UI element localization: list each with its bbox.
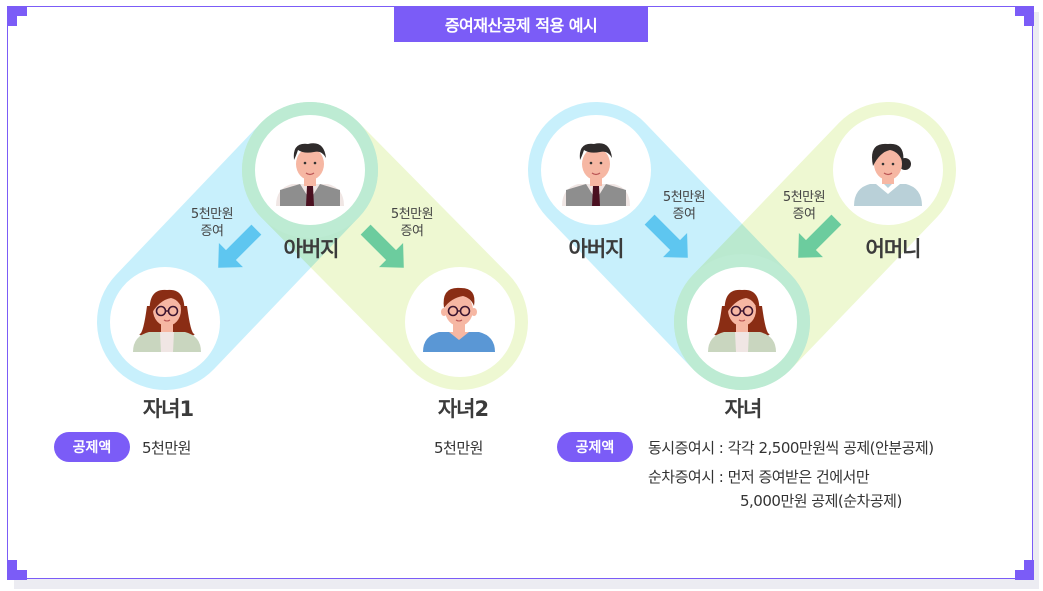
gift-label-child1: 5천만원 증여	[190, 206, 234, 240]
child2-deduction: 5천만원	[434, 439, 483, 457]
father-label: 아버지	[568, 237, 625, 261]
child1-deduction: 5천만원	[142, 439, 191, 457]
gift-amount: 5천만원	[190, 207, 234, 222]
father-label: 아버지	[283, 237, 340, 261]
deduction-badge: 공제액	[557, 432, 633, 462]
corner-bottom-right	[1024, 560, 1034, 580]
page-title: 증여재산공제 적용 예시	[394, 6, 648, 42]
corner-bottom-left	[7, 570, 27, 580]
gift-word: 증여	[792, 207, 816, 222]
gift-label-father: 5천만원 증여	[662, 189, 706, 223]
gift-amount: 5천만원	[662, 190, 706, 205]
corner-top-left	[7, 6, 17, 26]
gift-label-child2: 5천만원 증여	[390, 206, 434, 240]
corner-top-left	[7, 6, 27, 16]
mother-label: 어머니	[865, 237, 922, 261]
arrow-from-mother-icon	[798, 214, 842, 258]
arrow-to-child2-icon	[360, 224, 404, 268]
deduction-line-simultaneous: 동시증여시 : 각각 2,500만원씩 공제(안분공제)	[648, 439, 934, 457]
gift-word: 증여	[672, 207, 696, 222]
gift-amount: 5천만원	[390, 207, 434, 222]
deduction-badge: 공제액	[54, 432, 130, 462]
child-label: 자녀	[724, 397, 763, 421]
gift-word: 증여	[400, 224, 424, 239]
gift-word: 증여	[200, 224, 224, 239]
deduction-line-sequential-cont: 5,000만원 공제(순차공제)	[740, 492, 902, 510]
child2-label: 자녀2	[437, 397, 489, 421]
deduction-line-sequential: 순차증여시 : 먼저 증여받은 건에서만	[648, 468, 870, 486]
gift-label-mother: 5천만원 증여	[782, 189, 826, 223]
arrow-from-father-icon	[644, 214, 688, 258]
gift-amount: 5천만원	[782, 190, 826, 205]
corner-bottom-left	[7, 560, 17, 580]
child1-label: 자녀1	[142, 397, 194, 421]
arrow-to-child1-icon	[218, 224, 262, 268]
corner-top-right	[1024, 6, 1034, 26]
